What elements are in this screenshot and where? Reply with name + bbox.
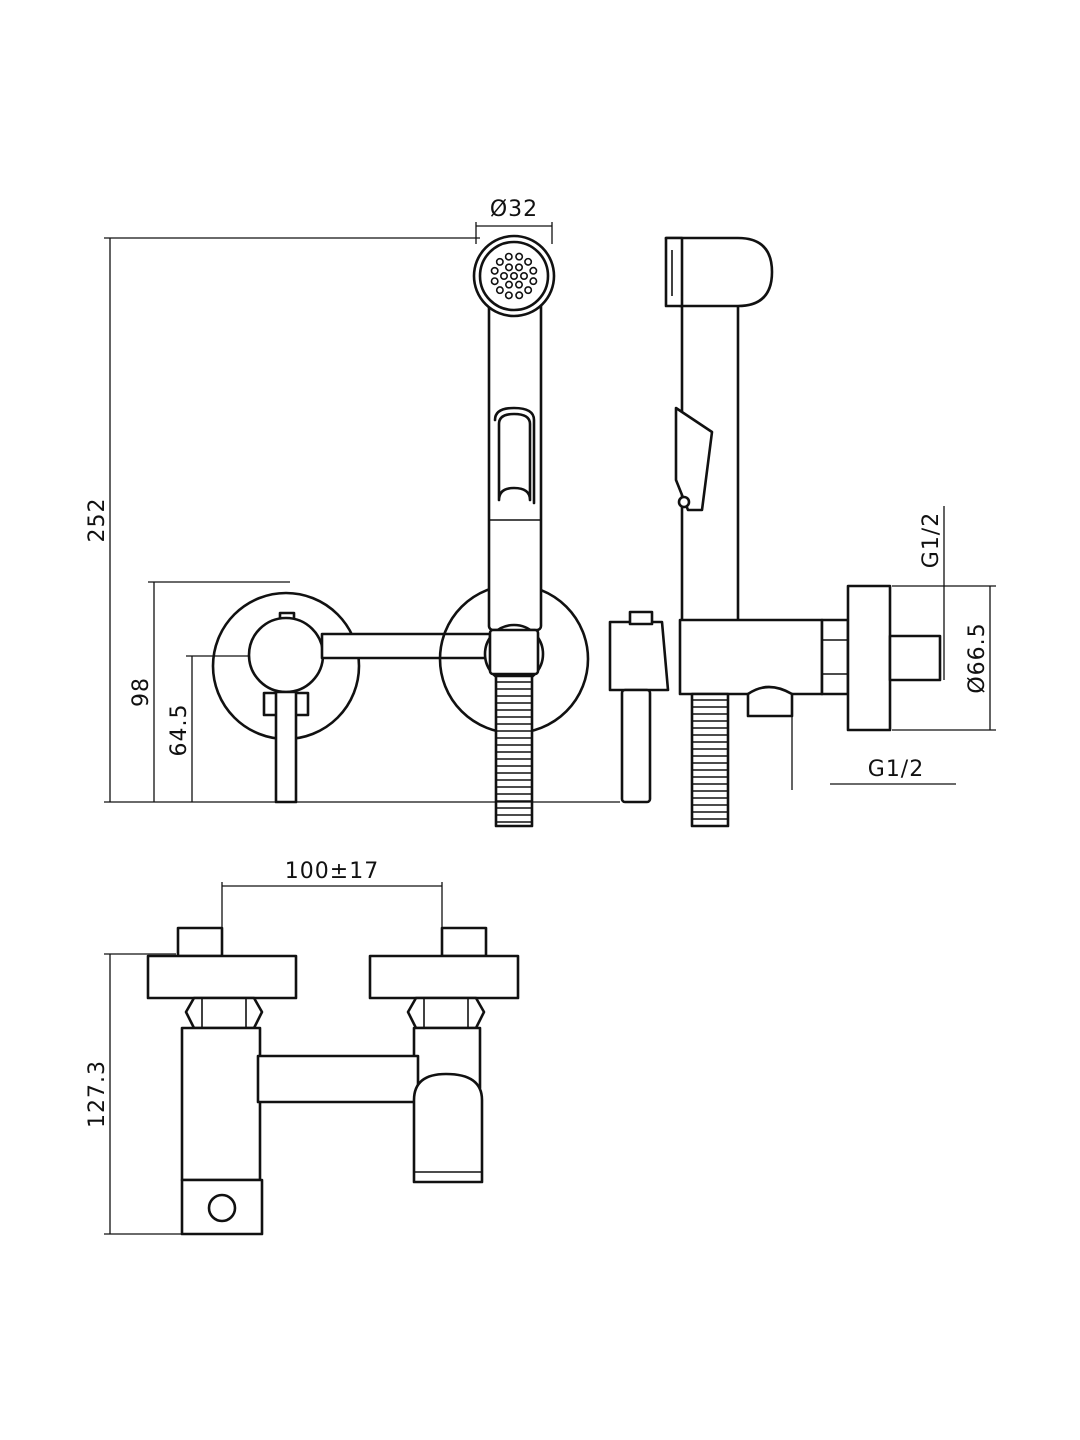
trigger-outer	[493, 406, 536, 505]
shower-head-inner	[478, 240, 550, 312]
side-hex-nut	[820, 618, 850, 696]
shower-head-outer	[472, 234, 556, 318]
hose-body	[494, 674, 534, 828]
label-height-64-5: 64.5	[167, 704, 192, 757]
nozzle-hole	[515, 252, 524, 261]
label-body-height: 127.3	[85, 1060, 110, 1128]
side-lever	[620, 688, 652, 804]
left-knob-end	[180, 1178, 264, 1236]
right-flange	[368, 954, 520, 1000]
nozzle-hole	[495, 286, 504, 295]
nozzle-hole	[504, 252, 513, 261]
top-view	[146, 926, 520, 1236]
left-inlet-pipe	[176, 926, 224, 958]
connecting-arm	[320, 632, 492, 660]
spray-nozzles	[490, 252, 538, 300]
side-outlet	[746, 685, 794, 718]
label-head-diameter: Ø32	[490, 197, 538, 222]
label-height-98: 98	[129, 677, 154, 707]
top-outlet	[412, 1072, 484, 1184]
hose-front	[494, 674, 534, 828]
hose-body	[690, 692, 730, 828]
nozzle-hole	[504, 263, 513, 272]
side-view	[608, 236, 942, 828]
nozzle-hole	[495, 257, 504, 266]
knob-hole	[207, 1193, 237, 1223]
side-nozzle-face	[664, 236, 684, 308]
label-thread-top: G1/2	[919, 512, 944, 568]
nozzle-hole	[490, 277, 499, 286]
dimension-lines	[104, 222, 996, 1235]
nozzle-hole	[499, 271, 508, 280]
nozzle-hole	[514, 280, 523, 289]
nozzle-hole	[524, 257, 533, 266]
right-inlet-pipe	[440, 926, 488, 958]
front-view	[211, 234, 590, 828]
nozzle-hole	[490, 266, 499, 275]
side-trigger	[674, 406, 714, 512]
nozzle-hole	[504, 280, 513, 289]
left-body	[180, 1026, 262, 1182]
side-shower-head	[664, 236, 774, 308]
nozzle-hole	[524, 286, 533, 295]
nozzle-hole	[509, 271, 518, 280]
nozzle-hole	[519, 271, 528, 280]
lever-handle	[274, 690, 298, 804]
label-total-height: 252	[85, 498, 110, 543]
nozzle-hole	[514, 263, 523, 272]
label-centre-distance: 100±17	[285, 859, 379, 884]
nozzle-hole	[529, 277, 538, 286]
side-wall-inlet	[888, 634, 942, 682]
side-valve-body	[678, 618, 824, 696]
side-flange	[846, 584, 892, 732]
trigger-pin	[677, 495, 691, 509]
valve-knob	[247, 616, 325, 694]
nozzle-hole	[504, 291, 513, 300]
side-bracket	[628, 610, 654, 626]
right-hex-nut	[406, 996, 486, 1030]
trigger	[497, 412, 532, 502]
label-thread-bottom: G1/2	[868, 757, 924, 782]
top-connecting-arm	[256, 1054, 420, 1104]
nozzle-hole	[529, 266, 538, 275]
side-valve-knob	[608, 620, 670, 692]
dimension-labels: Ø32 252 98 64.5 G1/2 Ø66.5 G1/2 100±17 1…	[85, 197, 990, 1128]
label-flange-diameter: Ø66.5	[965, 622, 990, 693]
left-hex-nut	[184, 996, 264, 1030]
nozzle-hole	[515, 291, 524, 300]
hose-holder	[488, 628, 540, 676]
left-flange	[146, 954, 298, 1000]
hose-side	[690, 692, 730, 828]
